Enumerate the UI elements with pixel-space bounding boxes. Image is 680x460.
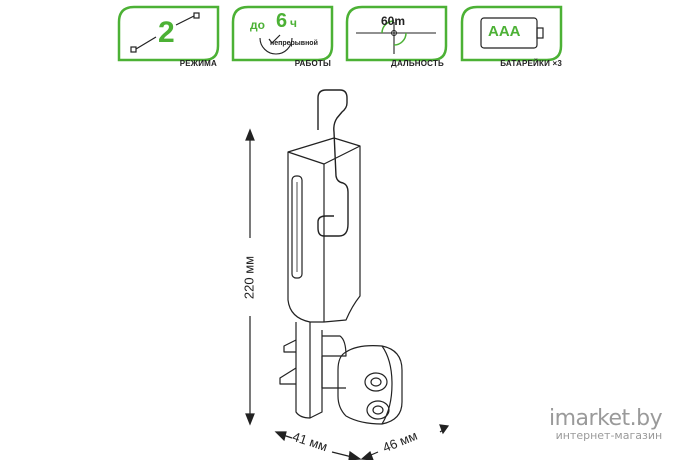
runtime-sub: непрерывной — [270, 40, 318, 47]
range-icon — [345, 5, 448, 62]
brand-watermark: imarket.by интернет-магазин — [549, 406, 663, 442]
runtime-badge: до 6 ч непрерывной — [230, 4, 335, 62]
runtime-unit: ч — [290, 16, 297, 30]
battery-value: AAA — [488, 23, 521, 40]
runtime-prefix: до — [250, 18, 265, 32]
battery-caption: БАТАРЕЙКИ ×3 — [500, 59, 562, 68]
range-value: 60m — [381, 14, 406, 28]
height-label: 220 мм — [241, 255, 257, 300]
modes-badge: 2 — [116, 4, 221, 62]
timer-icon — [231, 5, 334, 62]
modes-caption: РЕЖИМА — [179, 59, 217, 68]
runtime-value: 6 — [276, 10, 288, 32]
battery-icon — [460, 5, 563, 62]
range-badge: 60m — [344, 4, 449, 62]
battery-badge: AAA — [459, 4, 564, 62]
range-caption: ДАЛЬНОСТЬ — [391, 59, 444, 68]
watermark-brand: imarket.by — [549, 406, 663, 431]
modes-icon — [117, 5, 220, 62]
watermark-tagline: интернет-магазин — [555, 429, 663, 442]
modes-value: 2 — [158, 16, 175, 49]
runtime-caption: РАБОТЫ — [294, 59, 331, 68]
